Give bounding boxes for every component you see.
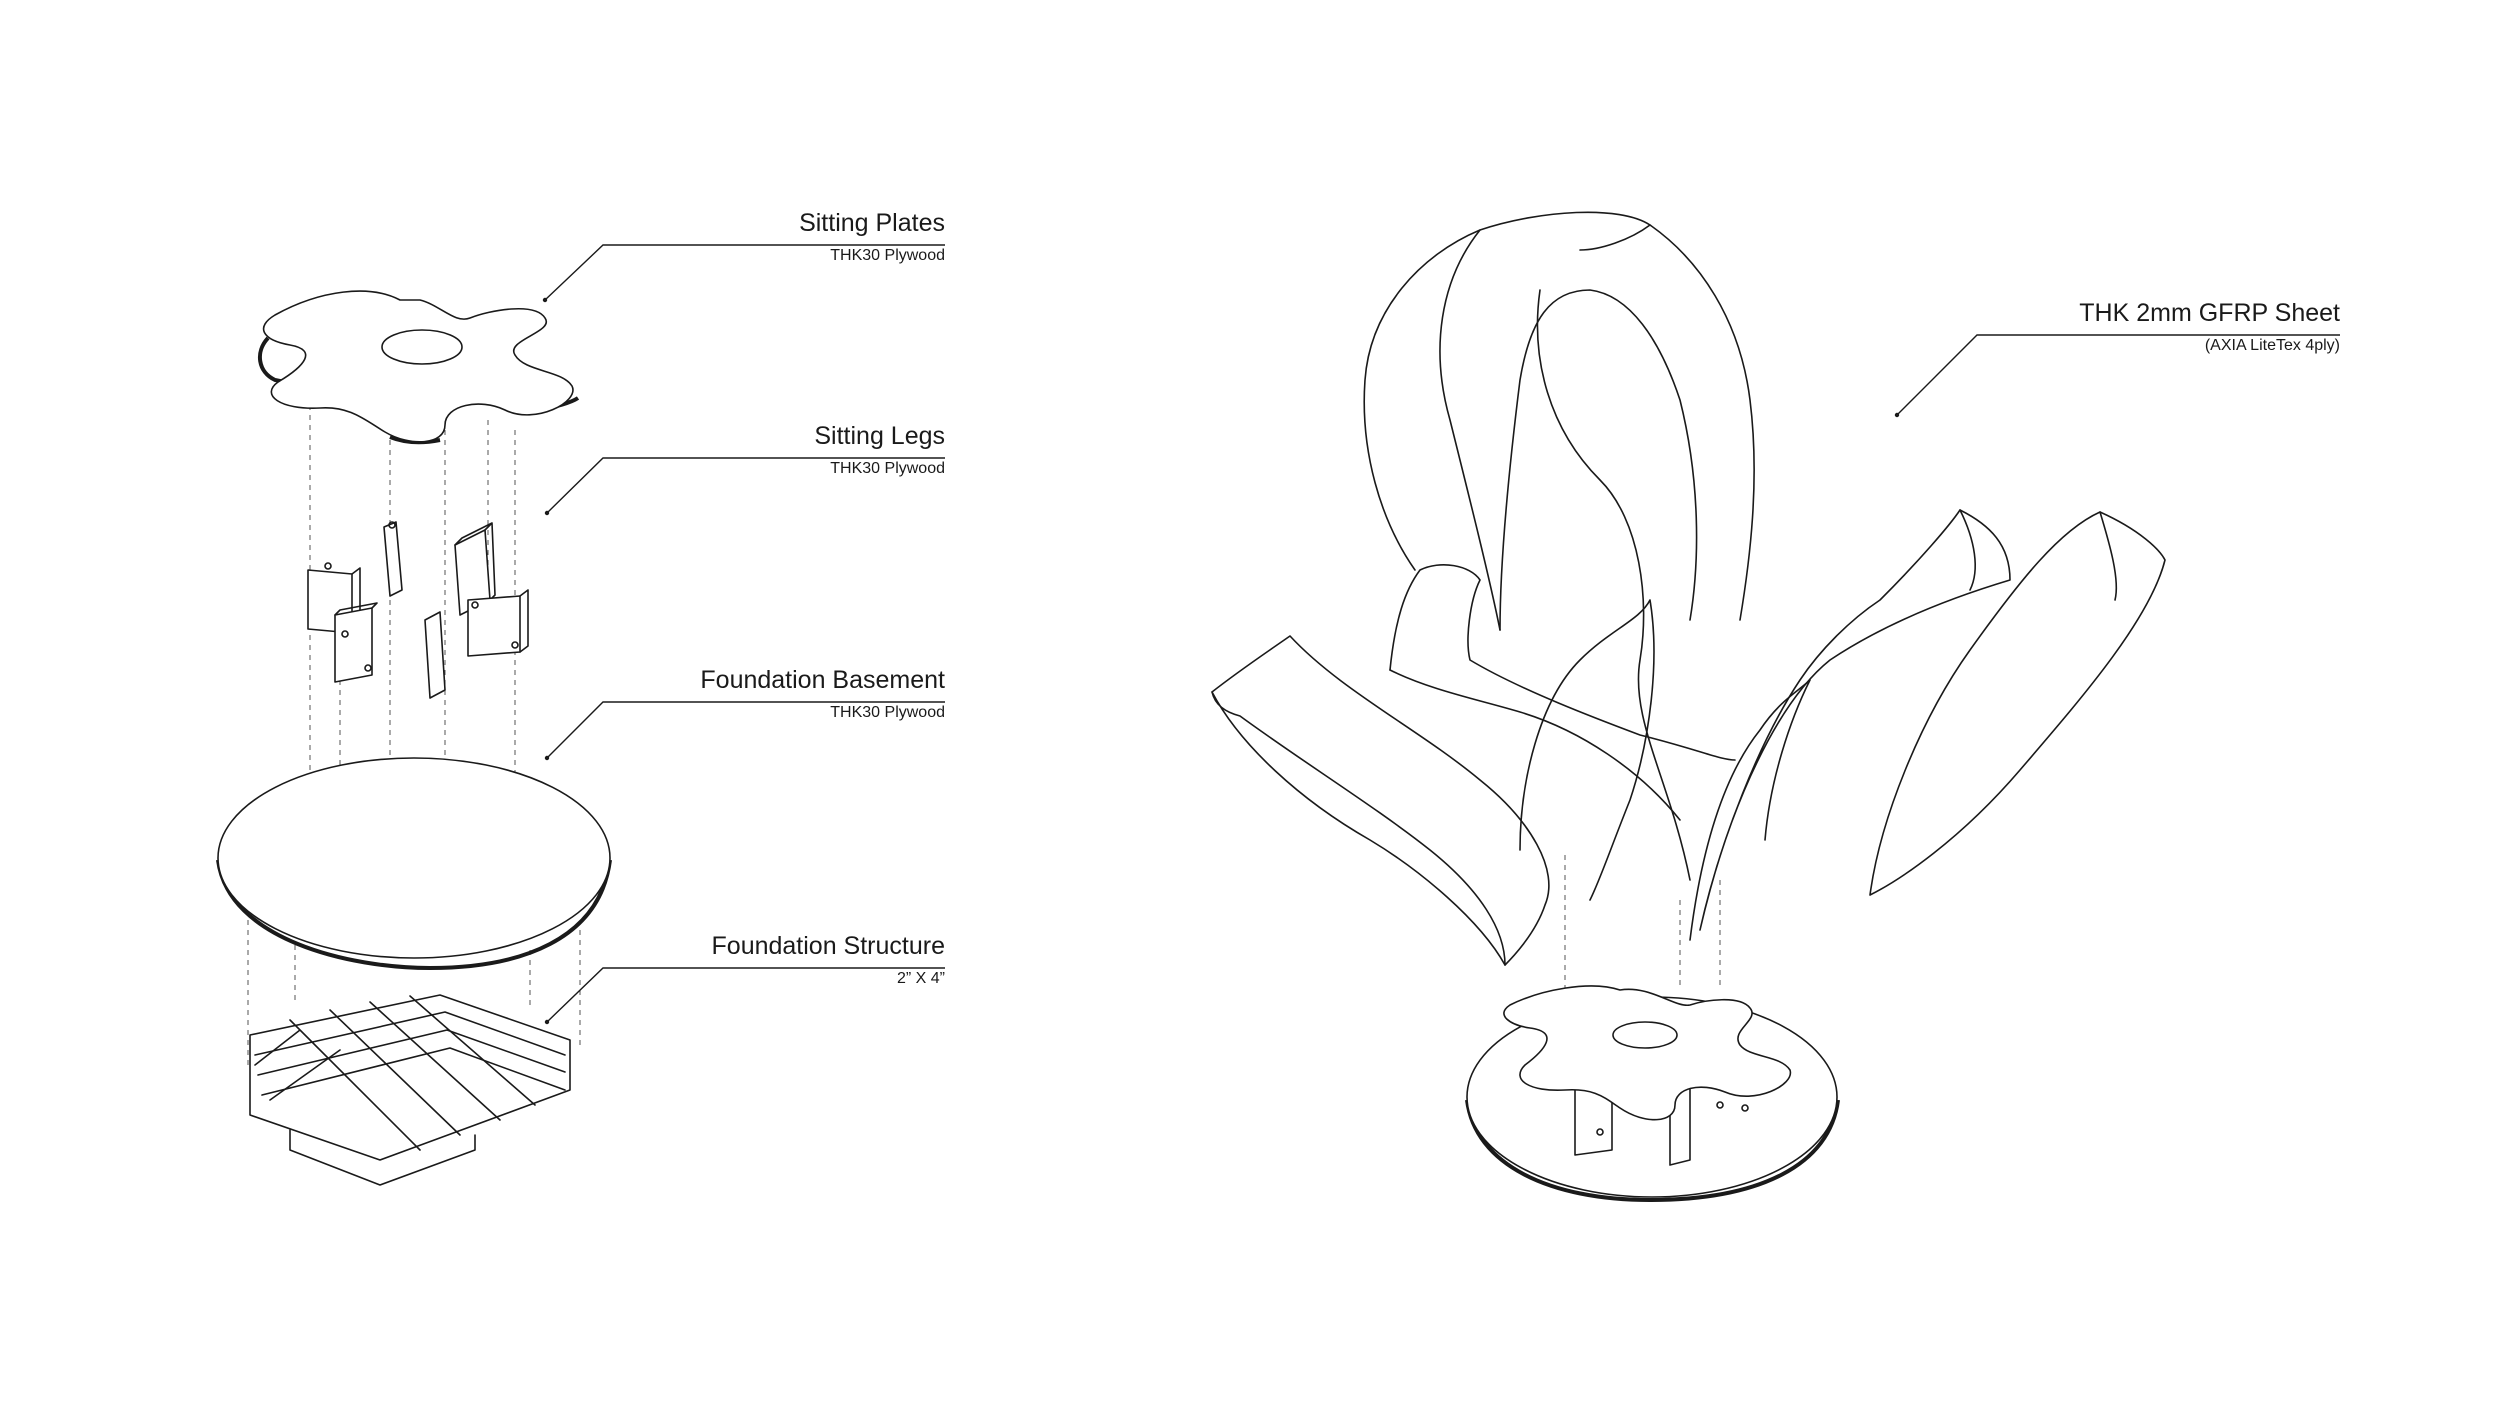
label-subtitle: 2” X 4” xyxy=(896,970,945,987)
label-title: Sitting Plates xyxy=(799,209,945,237)
foundation-structure-part xyxy=(249,994,571,1186)
label-foundation-basement: Foundation Basement THK30 Plywood xyxy=(700,665,945,723)
leader-line-right xyxy=(1894,334,2340,418)
label-subtitle: THK30 Plywood xyxy=(830,460,945,477)
label-subtitle: THK30 Plywood xyxy=(830,704,945,721)
label-gfrp-sheet: THK 2mm GFRP Sheet (AXIA LiteTex 4ply) xyxy=(2079,298,2340,356)
alignment-lines xyxy=(247,405,581,1070)
sitting-legs-part xyxy=(307,521,529,699)
label-sitting-legs: Sitting Legs THK30 Plywood xyxy=(814,421,945,479)
leader-lines-left xyxy=(542,244,945,1025)
sitting-plates-part xyxy=(258,290,580,445)
foundation-basement-part xyxy=(216,757,612,971)
assembled-base-part xyxy=(1465,985,1840,1203)
label-title: Sitting Legs xyxy=(814,422,945,450)
gfrp-sheet-part xyxy=(1211,211,2166,966)
label-title: Foundation Basement xyxy=(700,666,945,694)
label-title: Foundation Structure xyxy=(711,932,945,960)
label-subtitle: (AXIA LiteTex 4ply) xyxy=(2204,337,2340,354)
label-title: THK 2mm GFRP Sheet xyxy=(2079,299,2340,327)
label-subtitle: THK30 Plywood xyxy=(830,247,945,264)
label-foundation-structure: Foundation Structure 2” X 4” xyxy=(712,931,945,989)
label-sitting-plates: Sitting Plates THK30 Plywood xyxy=(799,208,945,266)
